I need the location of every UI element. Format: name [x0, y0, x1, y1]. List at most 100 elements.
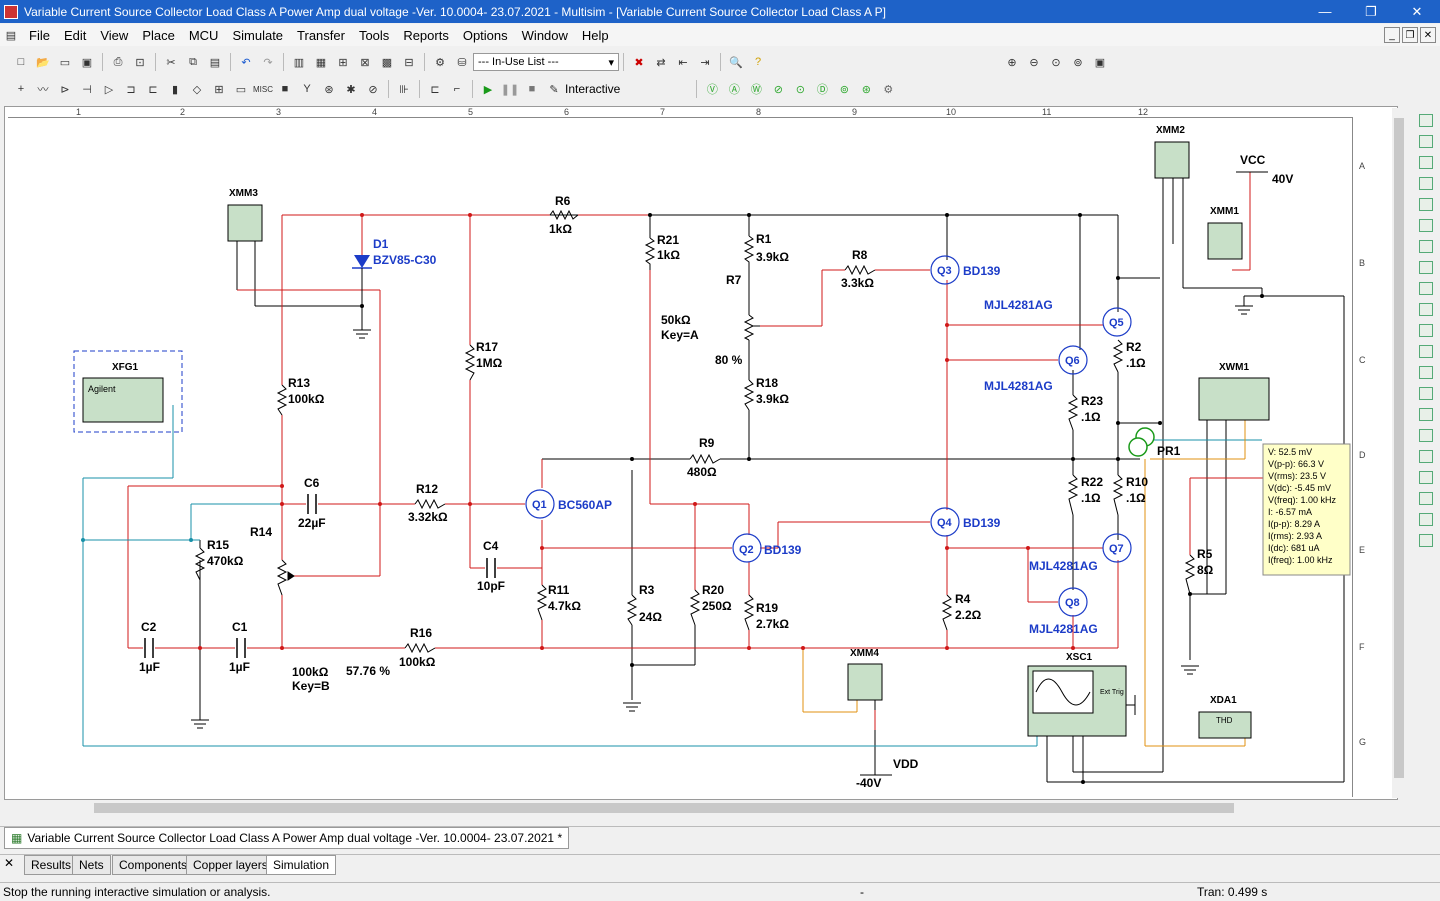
run-icon[interactable]: ▶: [483, 83, 493, 96]
logic-analyzer-icon[interactable]: [1419, 303, 1433, 316]
zoom-in-icon[interactable]: ⊕: [1007, 56, 1017, 69]
save-icon[interactable]: ▣: [81, 56, 93, 69]
erc-icon[interactable]: ✖: [634, 56, 644, 69]
agilent-generator-icon[interactable]: [1419, 408, 1433, 421]
place-indicator-icon[interactable]: ▭: [235, 83, 247, 96]
open-icon[interactable]: 📂: [36, 56, 50, 69]
network-analyzer-icon[interactable]: [1419, 387, 1433, 400]
interactive-icon[interactable]: ✎: [549, 83, 559, 96]
current-probe-icon[interactable]: [1419, 534, 1433, 547]
agilent-multimeter-icon[interactable]: [1419, 429, 1433, 442]
place-advanced-icon[interactable]: ■: [281, 83, 289, 95]
document-tab[interactable]: ▦ Variable Current Source Collector Load…: [4, 827, 570, 849]
cut-icon[interactable]: ✂: [166, 56, 176, 69]
place-misc-icon[interactable]: MISC: [253, 84, 273, 94]
redo-icon[interactable]: ↷: [263, 56, 273, 69]
vertical-scrollbar[interactable]: [1392, 108, 1406, 798]
place-analog-icon[interactable]: ▷: [104, 83, 114, 96]
database-manager-icon[interactable]: ⊞: [338, 56, 348, 69]
place-bus-icon[interactable]: ⊪: [399, 83, 409, 96]
menu-help[interactable]: Help: [581, 27, 609, 43]
ni-elvis-icon[interactable]: [1419, 513, 1433, 526]
place-ni-icon[interactable]: ✱: [346, 83, 356, 96]
close-spreadsheet-icon[interactable]: ✕: [4, 856, 15, 870]
gear-icon[interactable]: ⚙: [883, 83, 894, 96]
grapher-icon[interactable]: ⊠: [360, 56, 370, 69]
agilent-scope-icon[interactable]: [1419, 450, 1433, 463]
probe-setting-icon[interactable]: ⊚: [839, 83, 849, 96]
wattmeter-icon[interactable]: [1419, 156, 1433, 169]
tab-simulation[interactable]: Simulation: [266, 855, 337, 875]
labview-icon[interactable]: [1419, 492, 1433, 505]
place-hierarchical-icon[interactable]: ⊏: [430, 83, 440, 96]
probe-diff-icon[interactable]: ⊘: [773, 83, 783, 96]
vertical-scroll-thumb[interactable]: [1394, 118, 1404, 778]
open-samples-icon[interactable]: ▭: [59, 56, 71, 69]
probe-current-icon[interactable]: Ⓐ: [728, 84, 740, 96]
logic-converter-icon[interactable]: [1419, 282, 1433, 295]
component-wizard-icon[interactable]: ⚙: [435, 56, 445, 69]
menu-window[interactable]: Window: [521, 27, 568, 43]
bode-plotter-icon[interactable]: [1419, 219, 1433, 232]
paste-icon[interactable]: ▤: [209, 56, 221, 69]
schematic-canvas[interactable]: XMM3 XMM2 XMM1 XMM4 XFG1 Agilent XWM1 XS…: [8, 118, 1352, 798]
full-screen-icon[interactable]: ▣: [1094, 56, 1106, 69]
menu-options[interactable]: Options: [462, 27, 508, 43]
help-icon[interactable]: ?: [754, 56, 762, 68]
horizontal-scroll-thumb[interactable]: [94, 803, 1234, 813]
place-connector-icon[interactable]: ⊘: [368, 83, 378, 96]
probe-power-icon[interactable]: Ⓦ: [750, 84, 762, 96]
in-use-list-select[interactable]: --- In-Use List --- ▾: [473, 53, 619, 71]
forward-annotate-icon[interactable]: ⇥: [700, 56, 710, 69]
zoom-area-icon[interactable]: ⊙: [1051, 56, 1061, 69]
print-icon[interactable]: ⎙: [113, 55, 123, 68]
back-annotate-icon[interactable]: ⇤: [678, 56, 688, 69]
function-generator-icon[interactable]: [1419, 135, 1433, 148]
spectrum-analyzer-icon[interactable]: [1419, 366, 1433, 379]
menu-transfer[interactable]: Transfer: [297, 27, 345, 43]
frequency-counter-icon[interactable]: [1419, 240, 1433, 253]
place-transistor-icon[interactable]: ⊣: [82, 83, 92, 96]
menu-view[interactable]: View: [100, 27, 129, 43]
place-diode-icon[interactable]: ⊳: [60, 83, 70, 96]
new-icon[interactable]: □: [17, 56, 25, 68]
horizontal-scrollbar[interactable]: [6, 800, 1390, 816]
probe-voltage-icon[interactable]: Ⓥ: [706, 84, 718, 96]
menu-reports[interactable]: Reports: [403, 27, 449, 43]
print-preview-icon[interactable]: ⊡: [135, 56, 145, 69]
probe-digital-icon[interactable]: Ⓓ: [816, 84, 828, 96]
menu-tools[interactable]: Tools: [358, 27, 390, 43]
mdi-close-icon[interactable]: ✕: [1420, 27, 1436, 43]
pause-icon[interactable]: ❚❚: [500, 83, 520, 96]
menu-place[interactable]: Place: [142, 27, 175, 43]
hierarchy-icon[interactable]: ⊟: [404, 56, 414, 69]
tab-components[interactable]: Components: [112, 855, 195, 875]
place-power-icon[interactable]: ⊞: [214, 83, 224, 96]
find-examples-icon[interactable]: 🔍: [729, 56, 743, 69]
place-connector-off-icon[interactable]: ⌐: [453, 83, 461, 95]
tektronix-scope-icon[interactable]: [1419, 471, 1433, 484]
place-cmos-icon[interactable]: ⊏: [148, 83, 158, 96]
zoom-sheet-icon[interactable]: ⊚: [1073, 56, 1083, 69]
place-basic-icon[interactable]: 〰: [37, 84, 49, 96]
multimeter-icon[interactable]: [1419, 114, 1433, 127]
place-mixed-icon[interactable]: ◇: [192, 83, 202, 96]
stop-icon[interactable]: ■: [528, 83, 536, 95]
spreadsheet-view-icon[interactable]: ▦: [315, 56, 327, 69]
menu-mcu[interactable]: MCU: [188, 27, 219, 43]
probe-ref-dir-icon[interactable]: ⊛: [861, 83, 871, 96]
database-icon[interactable]: ⛁: [457, 56, 467, 69]
distortion-analyzer-icon[interactable]: [1419, 345, 1433, 358]
transfer-ultiboard-icon[interactable]: ⇄: [656, 56, 666, 69]
place-source-icon[interactable]: +: [17, 83, 25, 95]
place-rf-icon[interactable]: Y: [303, 83, 311, 95]
interactive-label[interactable]: Interactive: [565, 82, 621, 96]
copy-icon[interactable]: ⧉: [189, 55, 197, 68]
maximize-button[interactable]: ❐: [1365, 3, 1377, 19]
four-channel-scope-icon[interactable]: [1419, 198, 1433, 211]
tab-results[interactable]: Results: [24, 855, 79, 875]
oscilloscope-icon[interactable]: [1419, 177, 1433, 190]
place-ttl-icon[interactable]: ⊐: [126, 83, 136, 96]
word-generator-icon[interactable]: [1419, 261, 1433, 274]
postprocessor-icon[interactable]: ▩: [381, 56, 393, 69]
